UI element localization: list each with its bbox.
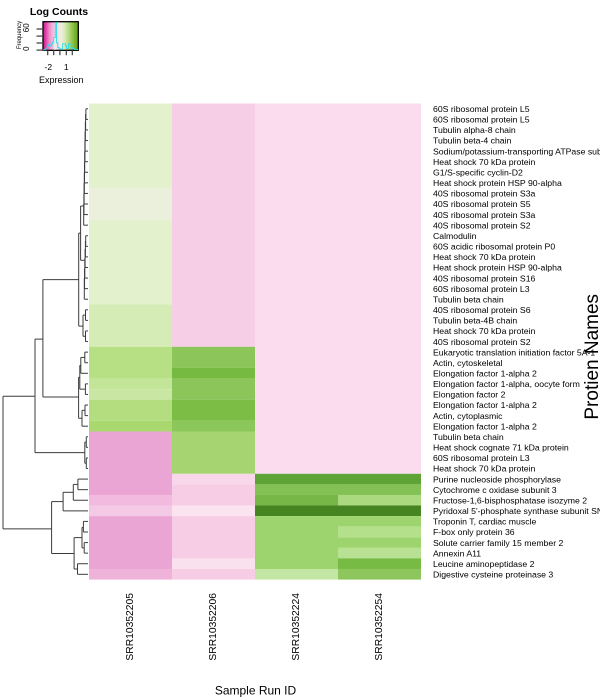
svg-text:Tubulin beta chain: Tubulin beta chain: [433, 432, 504, 442]
svg-text:40S ribosomal protein S16: 40S ribosomal protein S16: [433, 273, 536, 283]
svg-text:40S ribosomal protein S6: 40S ribosomal protein S6: [433, 305, 531, 315]
svg-text:Heat shock protein HSP 90-alph: Heat shock protein HSP 90-alpha: [433, 263, 562, 273]
svg-text:SRR10352224: SRR10352224: [291, 593, 302, 661]
svg-text:Heat shock 70 kDa protein: Heat shock 70 kDa protein: [433, 326, 536, 336]
svg-text:60S acidic ribosomal protein P: 60S acidic ribosomal protein P0: [433, 242, 555, 252]
svg-text:SRR10352206: SRR10352206: [208, 593, 219, 661]
svg-text:60: 60: [22, 23, 31, 32]
svg-text:Solute carrier family 15 membe: Solute carrier family 15 member 2: [433, 538, 564, 548]
svg-text:Leucine aminopeptidase 2: Leucine aminopeptidase 2: [433, 559, 535, 569]
svg-text:Heat shock 70 kDa protein: Heat shock 70 kDa protein: [433, 157, 536, 167]
svg-text:Heat shock 70 kDa protein: Heat shock 70 kDa protein: [433, 252, 536, 262]
svg-text:Cytochrome c oxidase subunit 3: Cytochrome c oxidase subunit 3: [433, 485, 557, 495]
svg-text:Heat shock protein HSP 90-alph: Heat shock protein HSP 90-alpha: [433, 178, 562, 188]
svg-text:Digestive cysteine proteinase: Digestive cysteine proteinase 3: [433, 570, 553, 580]
svg-text:G1/S-specific cyclin-D2: G1/S-specific cyclin-D2: [433, 168, 523, 178]
svg-text:Sample Run ID: Sample Run ID: [215, 684, 297, 698]
svg-text:Frequency: Frequency: [17, 21, 23, 49]
svg-text:Actin, cytoplasmic: Actin, cytoplasmic: [433, 411, 503, 421]
svg-text:Heat shock 70 kDa protein: Heat shock 70 kDa protein: [433, 464, 536, 474]
svg-text:60S ribosomal protein L3: 60S ribosomal protein L3: [433, 284, 530, 294]
svg-text:Purine nucleoside phosphorylas: Purine nucleoside phosphorylase: [433, 474, 561, 484]
svg-text:60S ribosomal protein L3: 60S ribosomal protein L3: [433, 453, 530, 463]
svg-text:Annexin A11: Annexin A11: [433, 548, 481, 558]
svg-text:Elongation factor 1-alpha, ooc: Elongation factor 1-alpha, oocyte form: [433, 379, 580, 389]
svg-text:Pyridoxal 5'-phosphate synthas: Pyridoxal 5'-phosphate synthase subunit …: [433, 506, 600, 516]
svg-text:Fructose-1,6-bisphosphatase is: Fructose-1,6-bisphosphatase isozyme 2: [433, 495, 587, 505]
svg-text:Elongation factor 1-alpha 2: Elongation factor 1-alpha 2: [433, 400, 537, 410]
svg-text:40S ribosomal protein S3a: 40S ribosomal protein S3a: [433, 210, 536, 220]
svg-text:1: 1: [64, 62, 69, 72]
svg-text:Tubulin beta chain: Tubulin beta chain: [433, 294, 504, 304]
svg-text:0: 0: [22, 46, 31, 51]
svg-text:SRR10352254: SRR10352254: [374, 593, 385, 661]
svg-text:Tubulin beta-4 chain: Tubulin beta-4 chain: [433, 136, 512, 146]
svg-text:Tubulin beta-4B chain: Tubulin beta-4B chain: [433, 316, 517, 326]
svg-text:40S ribosomal protein S5: 40S ribosomal protein S5: [433, 199, 531, 209]
svg-text:Elongation factor 1-alpha 2: Elongation factor 1-alpha 2: [433, 369, 537, 379]
svg-text:60S ribosomal protein L5: 60S ribosomal protein L5: [433, 115, 530, 125]
svg-text:Elongation factor 1-alpha 2: Elongation factor 1-alpha 2: [433, 421, 537, 431]
svg-text:Elongation factor 2: Elongation factor 2: [433, 390, 506, 400]
svg-text:Log Counts: Log Counts: [30, 6, 88, 18]
svg-text:F-box only protein 36: F-box only protein 36: [433, 527, 515, 537]
svg-text:Protien Names: Protien Names: [582, 294, 600, 420]
svg-text:Actin, cytoskeletal: Actin, cytoskeletal: [433, 358, 503, 368]
svg-text:40S ribosomal protein S3a: 40S ribosomal protein S3a: [433, 189, 536, 199]
svg-text:40S ribosomal protein S2: 40S ribosomal protein S2: [433, 220, 531, 230]
svg-text:Calmodulin: Calmodulin: [433, 231, 477, 241]
svg-text:Heat shock cognate 71 kDa prot: Heat shock cognate 71 kDa protein: [433, 443, 569, 453]
svg-text:Troponin T, cardiac muscle: Troponin T, cardiac muscle: [433, 517, 536, 527]
svg-text:Expression: Expression: [39, 75, 84, 85]
svg-text:60S ribosomal protein L5: 60S ribosomal protein L5: [433, 104, 530, 114]
svg-text:Eukaryotic translation initiat: Eukaryotic translation initiation factor…: [433, 347, 595, 357]
svg-text:-2: -2: [45, 62, 53, 72]
svg-text:Sodium/potassium-transporting: Sodium/potassium-transporting ATPase sub…: [433, 146, 600, 156]
svg-text:SRR10352205: SRR10352205: [125, 593, 136, 661]
svg-text:40S ribosomal protein S2: 40S ribosomal protein S2: [433, 337, 531, 347]
svg-text:Tubulin alpha-8 chain: Tubulin alpha-8 chain: [433, 125, 516, 135]
